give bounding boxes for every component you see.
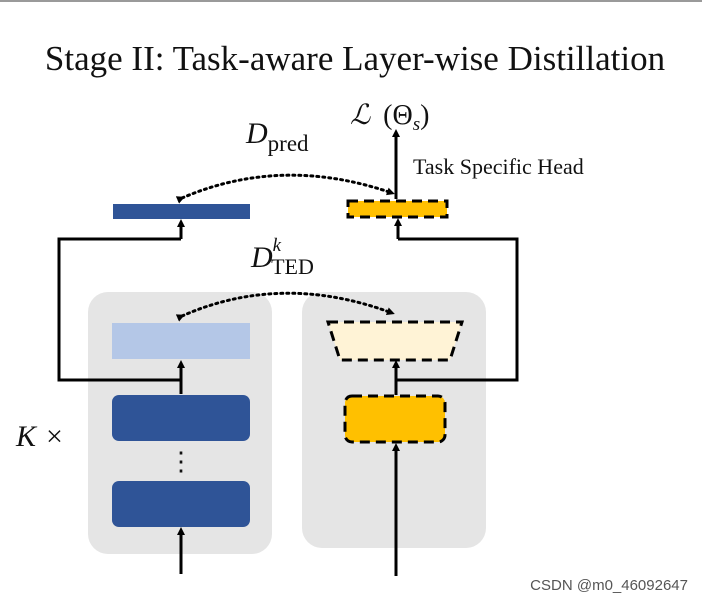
- watermark: CSDN @m0_46092647: [530, 577, 688, 594]
- pred-distillation-arc: [175, 173, 395, 204]
- d-pred-label: Dpred: [245, 117, 309, 156]
- student-prediction-bar: [346, 199, 449, 219]
- teacher-layer-block-bottom: [112, 481, 250, 527]
- student-projection-trapezoid: [325, 320, 465, 362]
- diagram-title: Stage II: Task-aware Layer-wise Distilla…: [45, 39, 665, 78]
- repeat-label: K×: [15, 420, 63, 453]
- teacher-layer-block-top: [112, 395, 250, 441]
- student-skip-line: [396, 237, 519, 382]
- teacher-prediction-bar: [113, 204, 250, 219]
- task-head-label: Task Specific Head: [413, 154, 584, 179]
- teacher-skip-line: [57, 237, 181, 382]
- top-divider: [0, 0, 702, 2]
- ted-distillation-arc: [175, 291, 395, 322]
- student-layer-block: [343, 394, 447, 444]
- vertical-ellipsis: ⋮: [168, 447, 194, 476]
- teacher-intermediate-layer: [112, 323, 250, 359]
- loss-label: ℒ (Θs): [350, 100, 429, 135]
